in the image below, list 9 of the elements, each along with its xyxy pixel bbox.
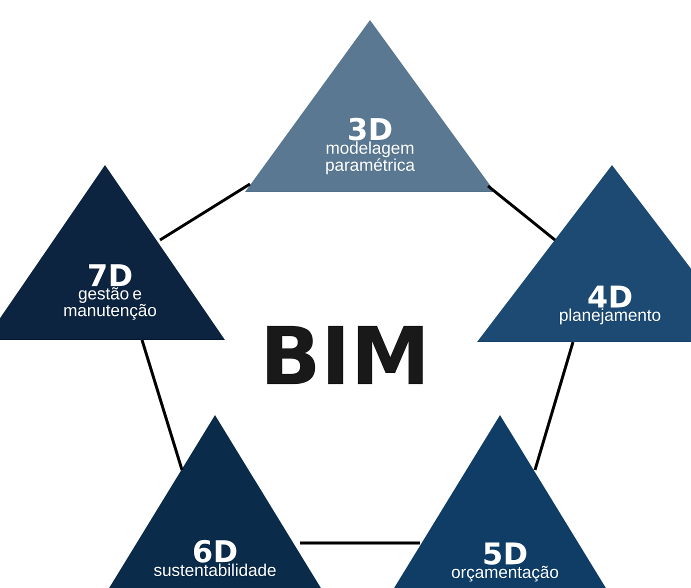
connector-line bbox=[487, 184, 556, 242]
triangle-box: 7D gestão e manutenção bbox=[0, 165, 225, 340]
connector-line bbox=[140, 340, 184, 470]
connector-line bbox=[534, 342, 574, 470]
connector-line bbox=[159, 182, 251, 242]
connector-line bbox=[300, 542, 420, 544]
triangle-box: 3D modelagem paramétrica bbox=[245, 20, 495, 192]
triangle-box: 4D planejamento bbox=[477, 165, 691, 342]
center-title: BIM bbox=[267, 326, 423, 384]
